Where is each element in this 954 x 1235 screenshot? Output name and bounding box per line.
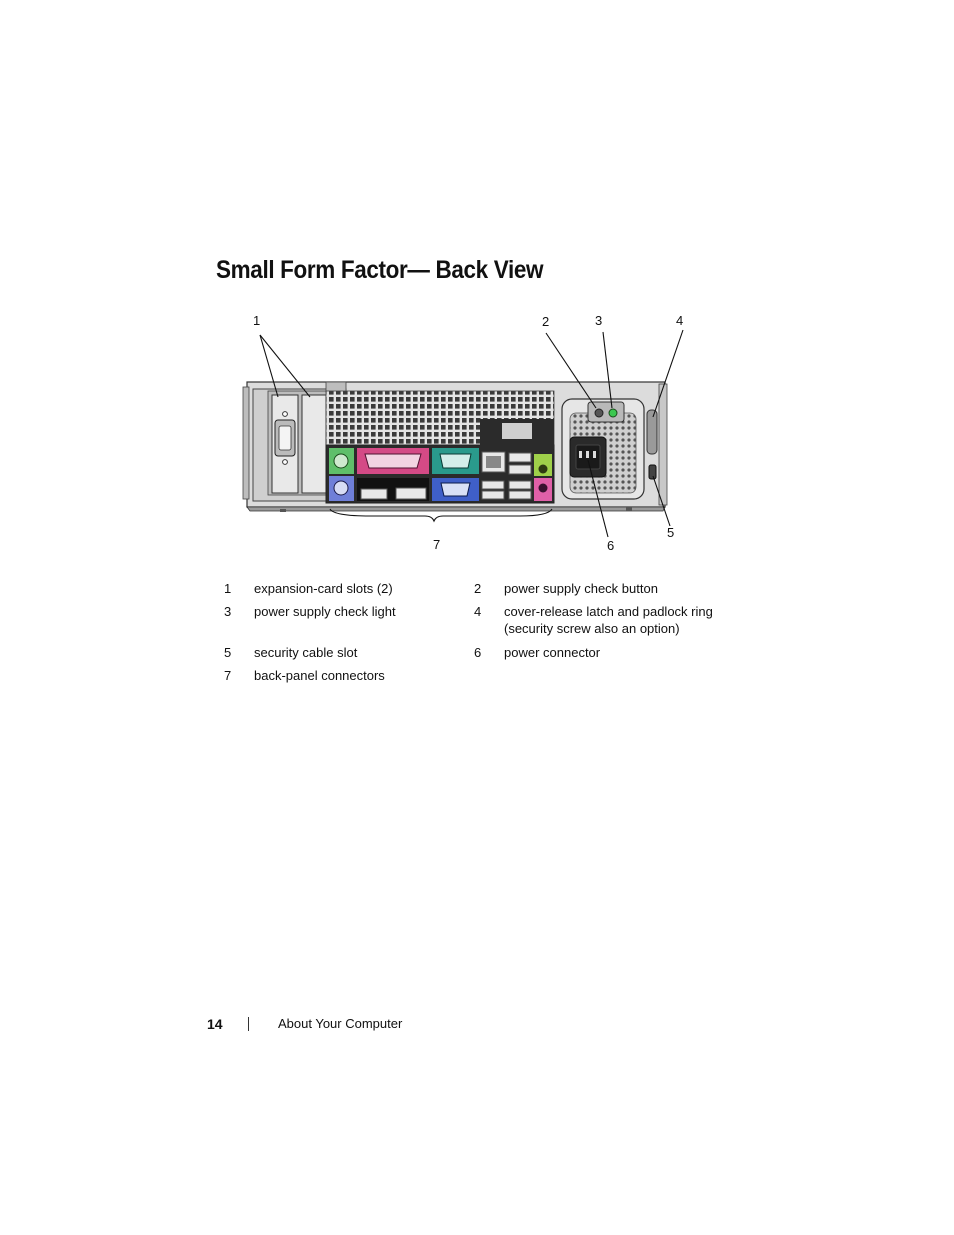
back-panel-connectors: [325, 419, 555, 504]
legend-number: 1: [224, 581, 232, 596]
legend-text: cover-release latch and padlock ring: [504, 604, 713, 619]
callout-2: 2: [542, 314, 549, 329]
page-title: Small Form Factor— Back View: [216, 256, 544, 284]
cover-release-latch: [646, 409, 658, 455]
legend-text: power supply check light: [254, 604, 396, 619]
footer-divider: [248, 1017, 249, 1031]
legend-text: power connector: [504, 645, 601, 660]
security-cable-slot: [648, 464, 657, 480]
callout-1: 1: [253, 313, 260, 328]
callout-7: 7: [433, 537, 440, 552]
back-view-illustration: 1 2 3 4 5 6 7: [230, 305, 700, 565]
callout-leaders: [259, 329, 684, 538]
legend-number: 3: [224, 604, 232, 619]
legend-text: back-panel connectors: [254, 668, 385, 683]
legend-number: 4: [474, 604, 482, 619]
callout-5: 5: [667, 525, 674, 540]
legend-text: (security screw also an option): [504, 621, 680, 636]
legend-text: expansion-card slots (2): [254, 581, 393, 596]
callout-6: 6: [607, 538, 614, 553]
power-supply: [561, 398, 645, 500]
legend-number: 7: [224, 668, 232, 683]
page-number: 14: [207, 1016, 223, 1032]
legend-text: security cable slot: [254, 645, 358, 660]
legend-number: 5: [224, 645, 232, 660]
legend-number: 6: [474, 645, 482, 660]
power-supply-check-button: [594, 408, 604, 418]
callout-3: 3: [595, 313, 602, 328]
power-supply-check-light: [608, 408, 618, 418]
legend-text: power supply check button: [504, 581, 658, 596]
footer-section-title: About Your Computer: [278, 1016, 403, 1031]
callout-4: 4: [676, 313, 683, 328]
legend-number: 2: [474, 581, 482, 596]
